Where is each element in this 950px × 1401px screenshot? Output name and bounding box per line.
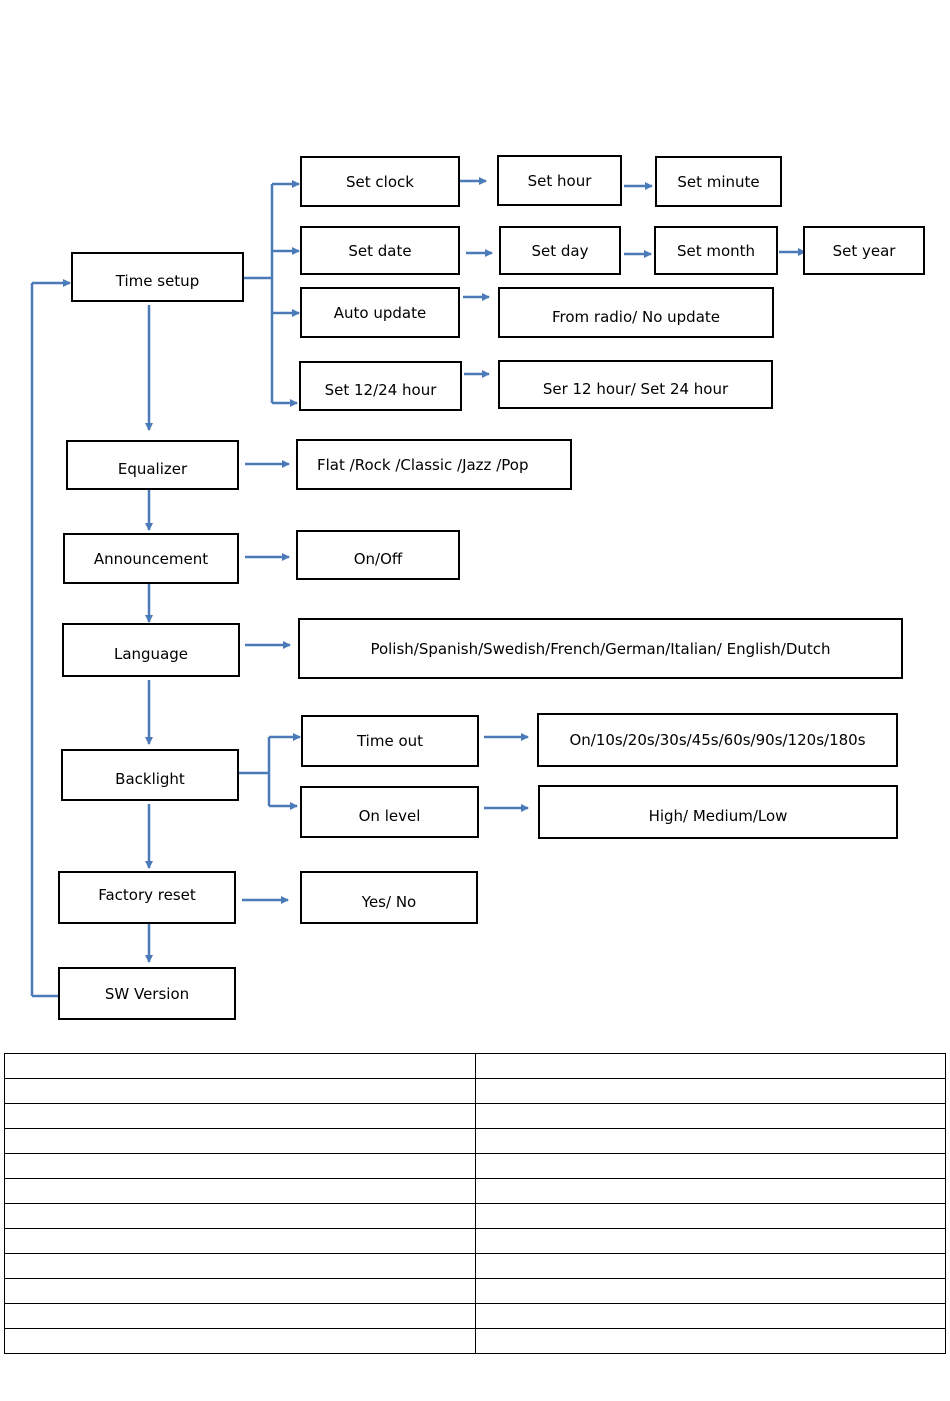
table-row	[4, 1278, 946, 1304]
table-cell	[4, 1303, 476, 1329]
table-cell	[4, 1203, 476, 1229]
connector-lines	[30, 177, 806, 998]
table-cell	[474, 1203, 946, 1229]
table-row	[4, 1203, 946, 1229]
node-language: Language	[62, 623, 240, 677]
node-set-minute: Set minute	[655, 156, 782, 207]
table-cell	[474, 1128, 946, 1154]
node-set-day: Set day	[499, 226, 621, 275]
node-auto-update: Auto update	[300, 287, 460, 338]
table-cell	[4, 1103, 476, 1129]
table-row	[4, 1103, 946, 1129]
node-time-setup: Time setup	[71, 252, 244, 302]
table-cell	[4, 1253, 476, 1279]
node-set-clock: Set clock	[300, 156, 460, 207]
table-cell	[4, 1228, 476, 1254]
table-cell	[474, 1278, 946, 1304]
table-row	[4, 1178, 946, 1204]
table-row	[4, 1228, 946, 1254]
table-cell	[4, 1078, 476, 1104]
table-cell	[4, 1178, 476, 1204]
table-cell	[474, 1253, 946, 1279]
node-set-12-24-hour: Set 12/24 hour	[299, 361, 462, 411]
table-cell	[4, 1328, 476, 1354]
node-hour-format-options: Ser 12 hour/ Set 24 hour	[498, 360, 773, 409]
table-row	[4, 1078, 946, 1104]
table-cell	[474, 1178, 946, 1204]
table-row	[4, 1128, 946, 1154]
node-on-level-options: High/ Medium/Low	[538, 785, 898, 839]
node-equalizer: Equalizer	[66, 440, 239, 490]
node-announcement-options: On/Off	[296, 530, 460, 580]
node-set-month: Set month	[654, 226, 778, 275]
table-row	[4, 1303, 946, 1329]
menu-flowchart: Time setup Set clock Set hour Set minute…	[30, 155, 925, 1020]
node-time-out: Time out	[301, 715, 479, 767]
table-cell	[4, 1153, 476, 1179]
node-time-out-options: On/10s/20s/30s/45s/60s/90s/120s/180s	[537, 713, 898, 767]
node-announcement: Announcement	[63, 533, 239, 584]
node-set-date: Set date	[300, 226, 460, 275]
table-cell	[474, 1228, 946, 1254]
node-on-level: On level	[300, 786, 479, 838]
node-backlight: Backlight	[61, 749, 239, 801]
table-cell	[4, 1053, 476, 1079]
table-cell	[474, 1078, 946, 1104]
table-row	[4, 1053, 946, 1079]
node-set-year: Set year	[803, 226, 925, 275]
table-cell	[474, 1153, 946, 1179]
table-row	[4, 1153, 946, 1179]
node-equalizer-options: Flat /Rock /Classic /Jazz /Pop	[296, 439, 572, 490]
table-cell	[4, 1128, 476, 1154]
node-factory-reset: Factory reset	[58, 871, 236, 924]
table-cell	[4, 1278, 476, 1304]
table-row	[4, 1328, 946, 1354]
node-auto-update-options: From radio/ No update	[498, 287, 774, 338]
table-cell	[474, 1103, 946, 1129]
table-body	[4, 1053, 946, 1354]
empty-table	[4, 1053, 946, 1354]
node-language-options: Polish/Spanish/Swedish/French/German/Ita…	[298, 618, 903, 679]
table-row	[4, 1253, 946, 1279]
node-set-hour: Set hour	[497, 155, 622, 206]
table-cell	[474, 1328, 946, 1354]
node-factory-reset-options: Yes/ No	[300, 871, 478, 924]
table-cell	[474, 1053, 946, 1079]
node-sw-version: SW Version	[58, 967, 236, 1020]
table-cell	[474, 1303, 946, 1329]
